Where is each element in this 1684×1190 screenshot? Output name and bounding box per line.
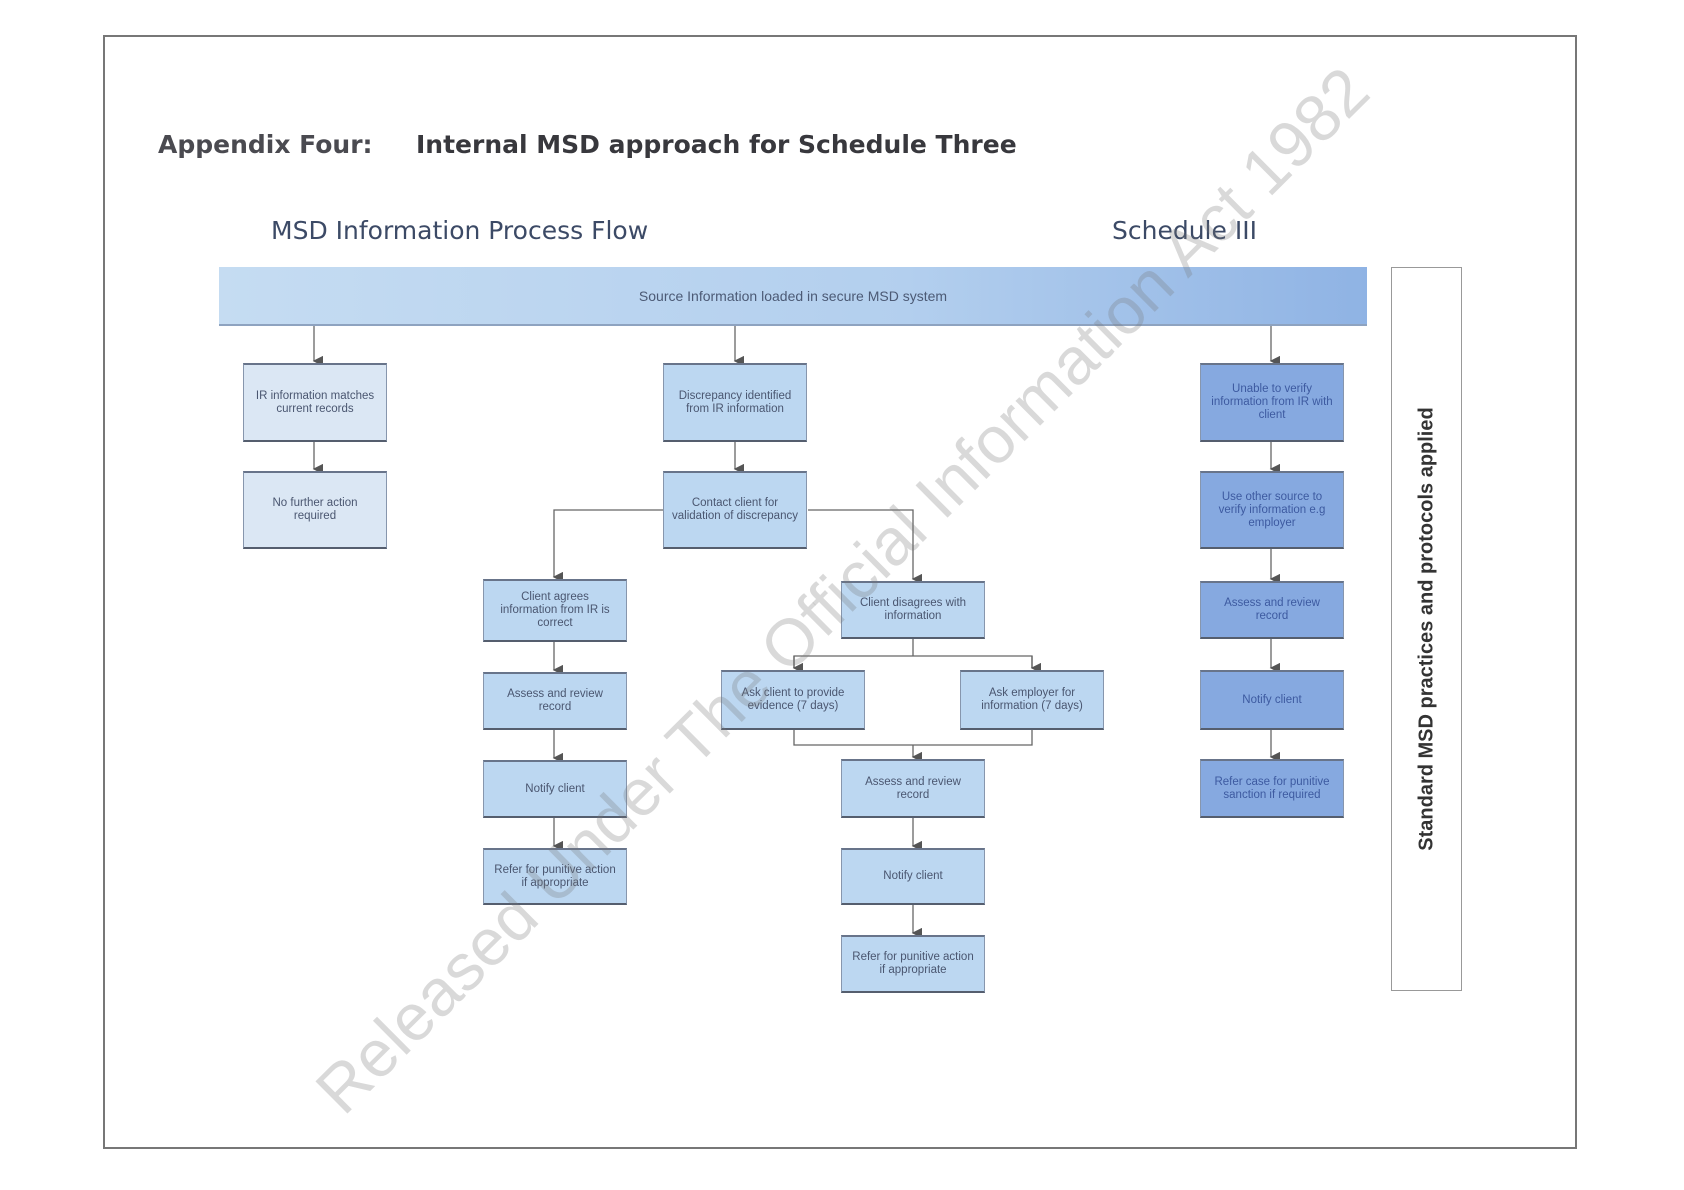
refer-punitive-box: Refer for punitive action if appropriate <box>483 848 627 905</box>
page-frame <box>103 35 1577 1149</box>
no-further-action-box: No further action required <box>243 471 387 549</box>
notify-client-box: Notify client <box>841 848 985 905</box>
assess-review-box: Assess and review record <box>1200 581 1344 639</box>
ask-employer-box: Ask employer for information (7 days) <box>960 670 1104 730</box>
appendix-label: Appendix Four: <box>158 130 373 159</box>
source-info-bar: Source Information loaded in secure MSD … <box>219 267 1367 326</box>
standard-practices-label: Standard MSD practices and protocols app… <box>1415 407 1437 851</box>
refer-sanction-box: Refer case for punitive sanction if requ… <box>1200 759 1344 818</box>
client-agrees-box: Client agrees information from IR is cor… <box>483 579 627 642</box>
schedule-heading: Schedule III <box>1112 216 1257 245</box>
assess-review-box: Assess and review record <box>483 672 627 730</box>
notify-client-box: Notify client <box>483 760 627 818</box>
contact-client-box: Contact client for validation of discrep… <box>663 471 807 549</box>
discrepancy-box: Discrepancy identified from IR informati… <box>663 363 807 442</box>
ask-client-box: Ask client to provide evidence (7 days) <box>721 670 865 730</box>
flow-heading: MSD Information Process Flow <box>271 216 649 245</box>
unable-verify-box: Unable to verify information from IR wit… <box>1200 363 1344 442</box>
ir-matches-box: IR information matches current records <box>243 363 387 442</box>
standard-practices-panel: Standard MSD practices and protocols app… <box>1391 267 1462 991</box>
refer-punitive-box: Refer for punitive action if appropriate <box>841 935 985 993</box>
notify-client-box: Notify client <box>1200 670 1344 730</box>
client-disagrees-box: Client disagrees with information <box>841 581 985 639</box>
assess-review-box: Assess and review record <box>841 759 985 818</box>
other-source-box: Use other source to verify information e… <box>1200 471 1344 549</box>
page-title: Internal MSD approach for Schedule Three <box>416 130 1017 159</box>
